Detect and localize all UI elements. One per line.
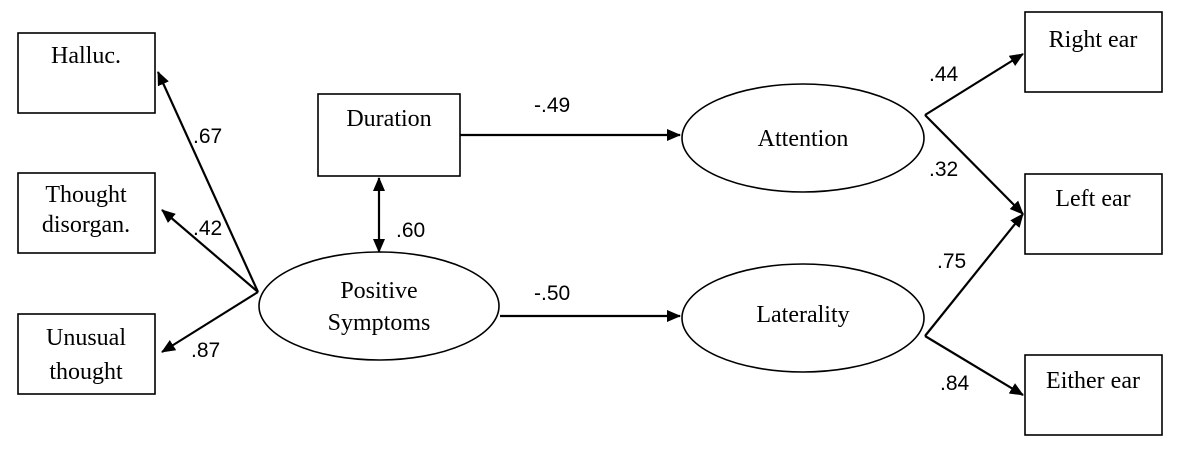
coef-either-ear: .84 (940, 372, 970, 395)
coef-duration-attention: -.49 (534, 94, 570, 117)
edge-laterality-to-either-ear (924, 335, 1024, 396)
node-attention: Attention (681, 83, 925, 193)
node-either-ear-label: Either ear (1046, 368, 1140, 394)
coef-unusual-thought: .87 (191, 339, 220, 362)
node-duration: Duration (317, 93, 461, 177)
coef-duration-positive: .60 (396, 219, 425, 242)
coef-positive-laterality: -.50 (534, 282, 570, 305)
node-left-ear: Left ear (1024, 173, 1163, 255)
node-right-ear-label: Right ear (1049, 27, 1138, 53)
coef-right-ear: .44 (929, 63, 959, 86)
node-laterality-label: Laterality (756, 302, 849, 328)
node-right-ear: Right ear (1024, 11, 1163, 93)
edge-positive-to-unusual-thought (161, 291, 259, 353)
node-attention-label: Attention (758, 126, 849, 152)
edge-positive-to-halluc (156, 71, 260, 293)
node-left-ear-label: Left ear (1055, 186, 1130, 212)
node-unusual-thought: Unusual thought (17, 313, 156, 395)
node-halluc: Halluc. (17, 32, 156, 114)
edge-positive-to-thought-disorgan (161, 209, 259, 293)
coef-laterality-left-ear: .75 (937, 250, 966, 273)
node-positive-symptoms-label-line2: Symptoms (328, 310, 431, 336)
coef-halluc: .67 (193, 125, 222, 148)
node-unusual-thought-label-line1: Unusual (46, 325, 126, 351)
node-either-ear: Either ear (1024, 354, 1163, 436)
node-halluc-label: Halluc. (51, 43, 121, 69)
coef-attention-left-ear: .32 (929, 158, 958, 181)
node-laterality: Laterality (681, 263, 925, 373)
node-positive-symptoms-label-line1: Positive (340, 278, 417, 304)
coef-thought-disorgan: .42 (193, 217, 222, 240)
node-thought-disorgan: Thought disorgan. (17, 172, 156, 254)
node-thought-disorgan-label-line1: Thought (45, 182, 127, 208)
node-unusual-thought-label-line2: thought (49, 359, 123, 385)
node-duration-label: Duration (346, 106, 431, 132)
node-thought-disorgan-label-line2: disorgan. (42, 212, 130, 238)
node-positive-symptoms: Positive Symptoms (258, 251, 500, 361)
edge-laterality-to-left-ear (924, 213, 1024, 337)
edge-attention-to-left-ear (924, 114, 1024, 215)
edge-attention-to-right-ear (924, 53, 1024, 116)
